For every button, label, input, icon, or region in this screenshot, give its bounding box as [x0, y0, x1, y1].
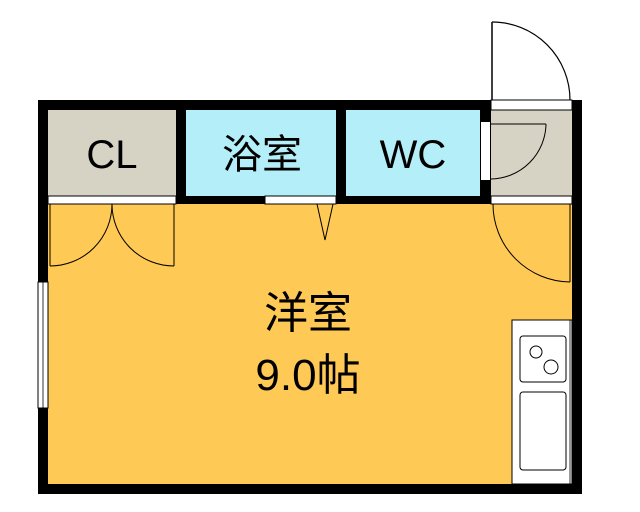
closet-opening	[47, 195, 177, 205]
bath-label: 浴室	[222, 133, 302, 177]
closet-floor	[48, 110, 176, 196]
western-room-label: 洋室	[264, 289, 352, 338]
window	[37, 281, 49, 409]
western-room-size: 9.0帖	[255, 351, 360, 400]
kitchen-counter	[511, 319, 573, 485]
sink	[519, 391, 567, 471]
stove	[519, 335, 567, 383]
burner-icon	[543, 359, 559, 375]
room-door	[492, 203, 571, 283]
toilet-label: WC	[380, 133, 447, 177]
bath-floor	[186, 110, 336, 196]
western-room-floor	[48, 204, 572, 484]
closet-label: CL	[86, 133, 137, 177]
bath-opening	[264, 195, 337, 205]
toilet-floor	[346, 110, 480, 196]
entry-opening	[490, 195, 573, 205]
entrance-opening	[490, 99, 573, 111]
burner-icon	[529, 345, 543, 359]
toilet-door-frame	[481, 122, 490, 180]
toilet-door	[490, 123, 547, 180]
entry-floor	[491, 110, 572, 196]
closet-doors	[49, 203, 175, 267]
bath-door-marker	[316, 203, 334, 241]
entrance-door	[491, 21, 571, 101]
